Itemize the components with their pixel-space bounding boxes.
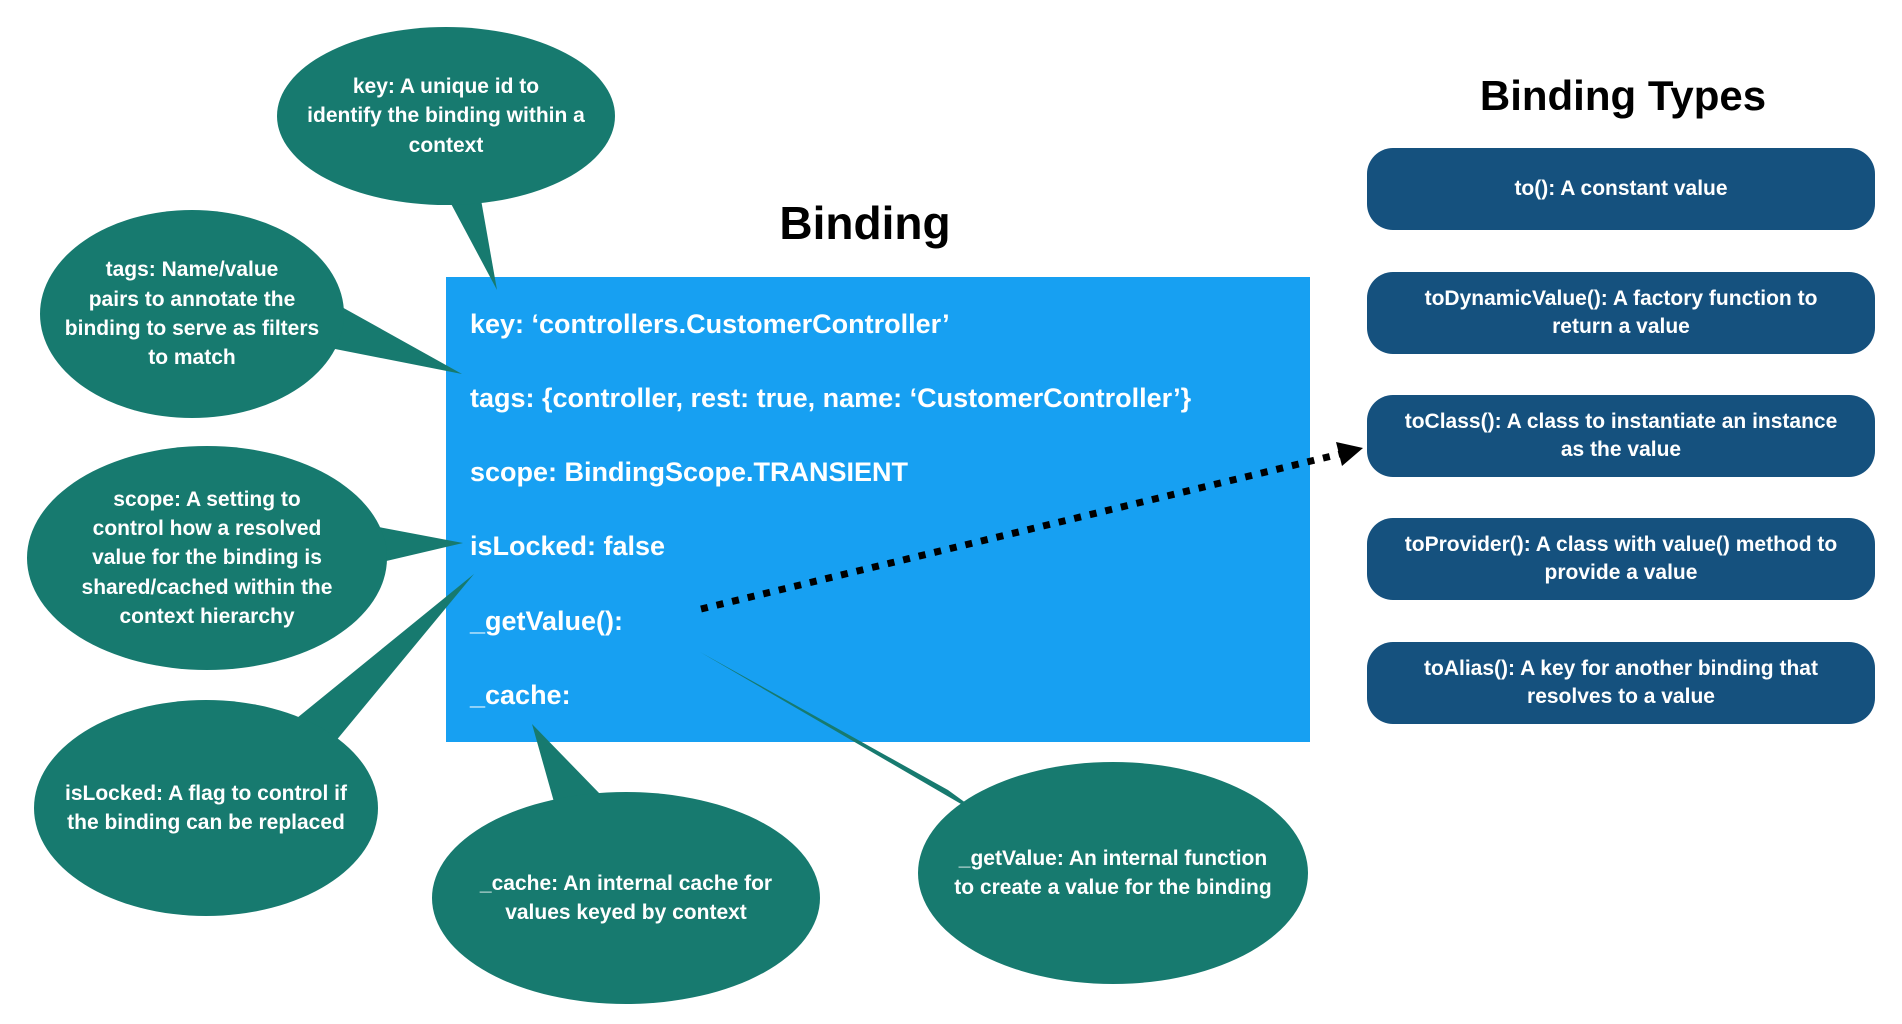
binding-box: key: ‘controllers.CustomerController’ ta… [446, 277, 1310, 742]
callout-getvalue-text: _getValue: An internal function to creat… [954, 846, 1272, 899]
callout-cache-text: _cache: An internal cache for values key… [479, 871, 773, 924]
callout-cache: _cache: An internal cache for values key… [432, 792, 820, 1004]
binding-type-to: to(): A constant value [1367, 148, 1875, 230]
binding-property-islocked: isLocked: false [470, 531, 666, 562]
binding-property-getvalue: _getValue(): [470, 605, 624, 636]
binding-types-title: Binding Types [1479, 72, 1767, 119]
binding-type-todynamicvalue: toDynamicValue(): A factory function to … [1367, 272, 1875, 354]
callout-tags-text: tags: Name/value pairs to annotate the b… [64, 258, 320, 370]
arrowhead-icon [1336, 442, 1363, 466]
callout-key: key: A unique id to identify the binding… [277, 27, 615, 205]
callout-key-text: key: A unique id to identify the binding… [307, 74, 585, 157]
binding-type-to-label: to(): A constant value [1514, 176, 1728, 200]
callout-islocked: isLocked: A flag to control if the bindi… [34, 700, 378, 916]
binding-type-toalias: toAlias(): A key for another binding tha… [1367, 642, 1875, 724]
binding-property-key: key: ‘controllers.CustomerController’ [470, 308, 950, 339]
callout-scope-text: scope: A setting to control how a resolv… [81, 487, 333, 629]
callout-tags: tags: Name/value pairs to annotate the b… [40, 210, 344, 418]
binding-title: Binding [779, 197, 951, 249]
binding-type-toprovider: toProvider(): A class with value() metho… [1367, 518, 1875, 600]
callout-scope: scope: A setting to control how a resolv… [27, 446, 387, 670]
binding-property-cache: _cache: [470, 679, 571, 710]
binding-type-todynamicvalue-label: toDynamicValue(): A factory function to … [1424, 286, 1818, 338]
binding-type-toclass-label: toClass(): A class to instantiate an ins… [1404, 409, 1838, 461]
binding-type-toalias-label: toAlias(): A key for another binding tha… [1424, 656, 1818, 708]
callout-islocked-text: isLocked: A flag to control if the bindi… [65, 781, 347, 834]
callout-getvalue: _getValue: An internal function to creat… [918, 762, 1308, 984]
binding-type-toprovider-label: toProvider(): A class with value() metho… [1404, 532, 1838, 584]
binding-property-scope: scope: BindingScope.TRANSIENT [470, 457, 909, 488]
binding-property-tags: tags: {controller, rest: true, name: ‘Cu… [470, 383, 1192, 414]
binding-type-toclass: toClass(): A class to instantiate an ins… [1367, 395, 1875, 477]
